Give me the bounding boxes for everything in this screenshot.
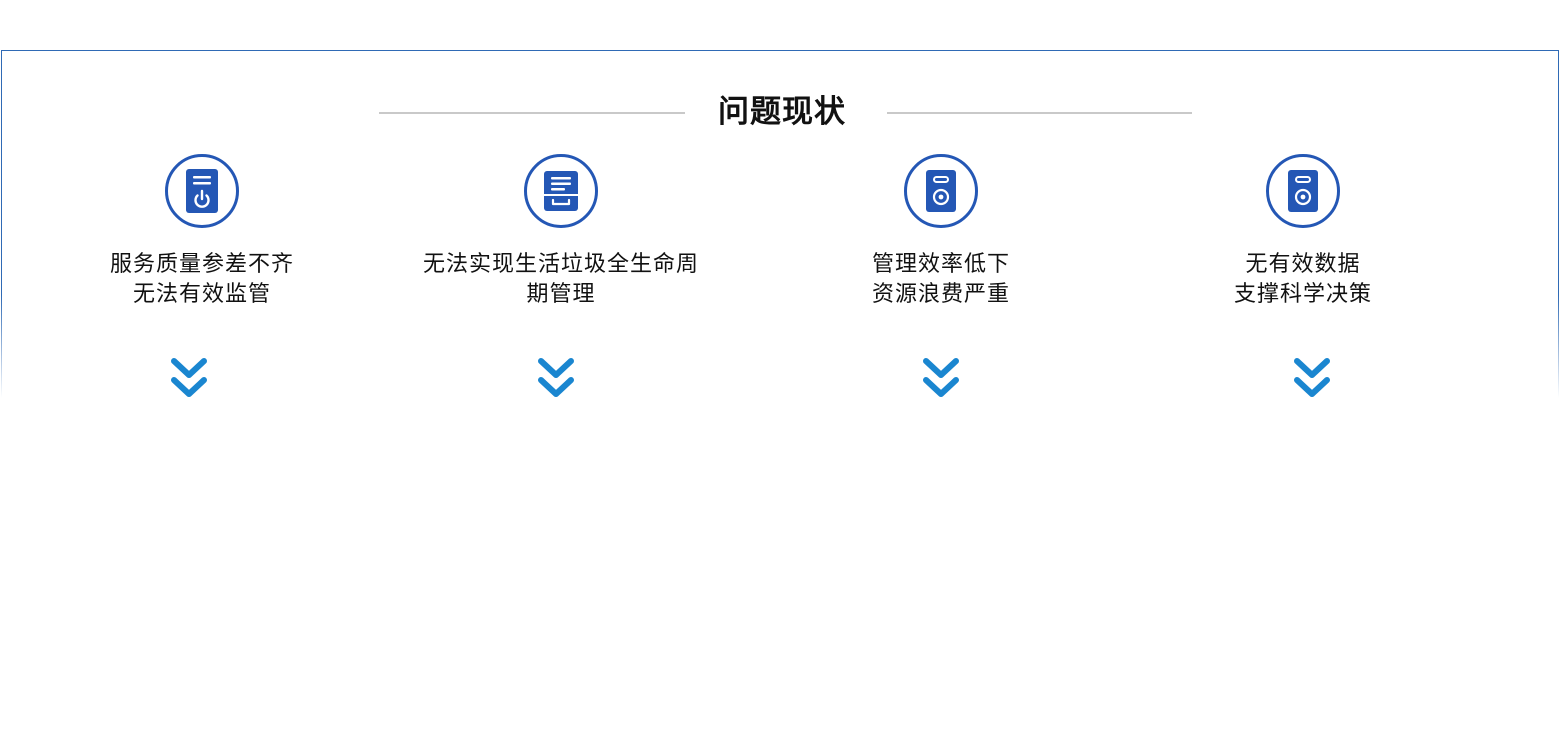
speaker-device-icon	[1288, 170, 1318, 212]
problem-item-service-quality: 服务质量参差不齐 无法有效监管	[32, 154, 372, 310]
title-divider-left	[379, 112, 685, 114]
double-chevron-down-icon	[1294, 358, 1330, 397]
problem-label-line1: 无有效数据	[1245, 252, 1361, 277]
double-chevron-down-icon	[923, 358, 959, 397]
problem-label-line1: 无法实现生活垃圾全生命周	[422, 252, 699, 277]
title-divider-right	[887, 112, 1192, 114]
double-chevron-down-icon	[538, 358, 574, 397]
problem-label-line2: 支撑科学决策	[1233, 282, 1372, 307]
problem-label-line2: 资源浪费严重	[871, 282, 1010, 307]
icon-ring	[524, 154, 598, 228]
icon-ring	[165, 154, 239, 228]
section-title: 问题现状	[718, 94, 846, 130]
section-header: 问题现状	[0, 90, 1565, 134]
problem-item-efficiency: 管理效率低下 资源浪费严重	[771, 154, 1111, 310]
icon-ring	[1266, 154, 1340, 228]
problem-label-line2: 无法有效监管	[132, 282, 271, 307]
speaker-device-icon	[926, 170, 956, 212]
problem-label: 管理效率低下 资源浪费严重	[771, 250, 1111, 310]
problem-label-line1: 服务质量参差不齐	[109, 252, 294, 277]
icon-ring	[904, 154, 978, 228]
problem-label-line2: 期管理	[526, 282, 596, 307]
problem-item-data-decision: 无有效数据 支撑科学决策	[1133, 154, 1473, 310]
problem-label: 服务质量参差不齐 无法有效监管	[32, 250, 372, 310]
problem-label: 无有效数据 支撑科学决策	[1133, 250, 1473, 310]
problem-item-lifecycle: 无法实现生活垃圾全生命周 期管理	[391, 154, 731, 310]
problem-label: 无法实现生活垃圾全生命周 期管理	[391, 250, 731, 310]
problem-label-line1: 管理效率低下	[871, 252, 1010, 277]
file-tray-icon	[544, 171, 578, 211]
double-chevron-down-icon	[171, 358, 207, 397]
server-power-icon	[186, 169, 218, 213]
blank-area	[0, 398, 1565, 750]
